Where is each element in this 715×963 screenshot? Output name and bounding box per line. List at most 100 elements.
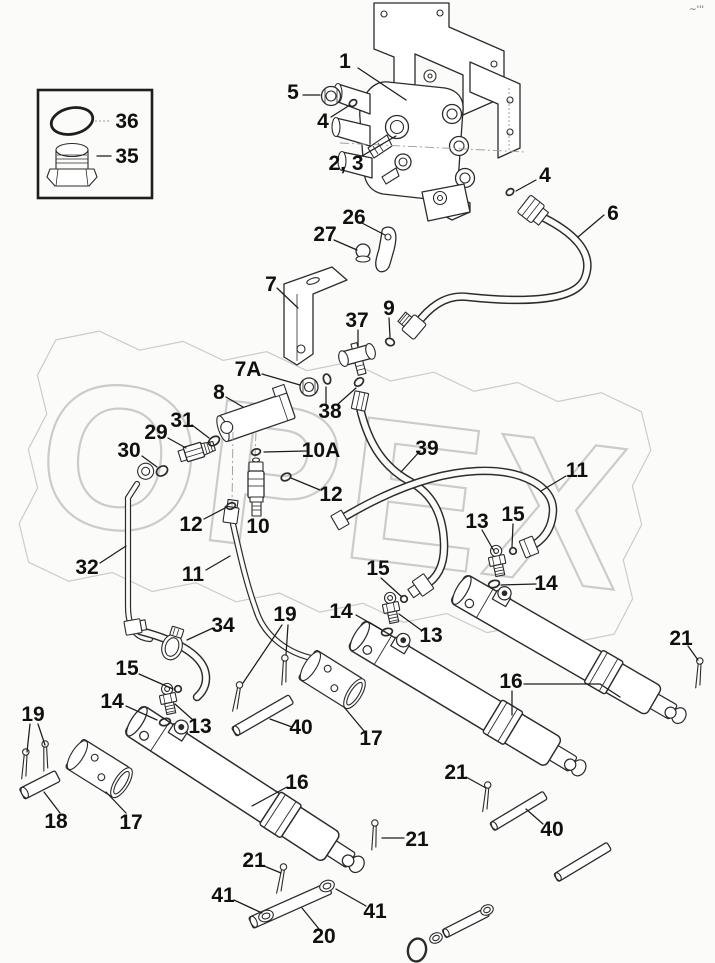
callout-1: 1 bbox=[339, 50, 351, 73]
callout-15: 15 bbox=[366, 557, 390, 580]
o-ring-4 bbox=[505, 187, 515, 197]
callout-13: 13 bbox=[465, 510, 488, 533]
callout-27: 27 bbox=[313, 223, 336, 246]
callout-11: 11 bbox=[182, 563, 205, 586]
o-ring-30 bbox=[155, 465, 169, 477]
callout-19: 19 bbox=[21, 703, 44, 726]
washer bbox=[429, 932, 443, 944]
callout-7: 7 bbox=[265, 273, 277, 296]
ring-15 bbox=[173, 684, 183, 694]
rod-bottom-right bbox=[553, 842, 612, 882]
callout-labels: 1 5 4 2, 3 4 6 26 27 7 9 37 7A 8 38 31 2… bbox=[21, 50, 693, 948]
callout-31: 31 bbox=[170, 409, 194, 432]
fittings-2-3 bbox=[367, 114, 412, 185]
hose-clamp-34 bbox=[161, 625, 185, 661]
callout-4: 4 bbox=[317, 110, 329, 133]
leader-lines bbox=[26, 67, 699, 930]
hose-11-right bbox=[330, 466, 558, 559]
rod-40-right bbox=[489, 791, 548, 831]
hose-6 bbox=[397, 195, 592, 340]
strap-26 bbox=[375, 226, 397, 273]
callout-17: 17 bbox=[359, 727, 382, 750]
nut-7a bbox=[299, 377, 319, 397]
callout-13: 13 bbox=[188, 715, 211, 738]
callout-41: 41 bbox=[211, 884, 235, 907]
callout-29: 29 bbox=[144, 421, 167, 444]
callout-5: 5 bbox=[287, 81, 299, 104]
valve-cartridge-10 bbox=[247, 457, 265, 517]
callout-15: 15 bbox=[501, 503, 525, 526]
callout-2-3: 2, 3 bbox=[328, 152, 363, 175]
cotter-pin-19 bbox=[280, 654, 289, 686]
callout-12: 12 bbox=[179, 513, 202, 536]
sleeve-17-left bbox=[62, 736, 138, 802]
callout-13: 13 bbox=[419, 624, 442, 647]
snap-ring bbox=[406, 937, 428, 963]
control-valve bbox=[331, 69, 527, 222]
corner-artifact: ~''' bbox=[689, 5, 704, 15]
cotter-pin-21 bbox=[370, 819, 379, 851]
callout-41: 41 bbox=[363, 900, 387, 923]
o-ring-10a bbox=[250, 448, 262, 456]
tee-fitting-37 bbox=[338, 342, 376, 376]
washer-41 bbox=[319, 879, 335, 893]
inset-box bbox=[36, 88, 154, 200]
cap-nut-5 bbox=[320, 85, 342, 107]
o-ring-9 bbox=[384, 337, 396, 347]
o-ring-14 bbox=[487, 579, 501, 589]
o-ring-38 bbox=[353, 376, 365, 388]
pin-20 bbox=[248, 882, 333, 929]
callout-30: 30 bbox=[117, 439, 140, 462]
callout-14: 14 bbox=[329, 600, 353, 623]
callout-39: 39 bbox=[415, 437, 438, 460]
cotter-pin-21 bbox=[275, 862, 288, 895]
callout-17: 17 bbox=[119, 811, 142, 834]
pin-18 bbox=[19, 770, 61, 800]
cotter-pin-19 bbox=[231, 680, 244, 713]
callout-6: 6 bbox=[607, 202, 619, 225]
callout-18: 18 bbox=[44, 810, 68, 833]
ring-15 bbox=[399, 594, 409, 604]
washer bbox=[480, 904, 494, 916]
callout-21: 21 bbox=[444, 761, 468, 784]
hose-with-clamp-34 bbox=[123, 618, 211, 702]
callout-16: 16 bbox=[499, 670, 522, 693]
callout-40: 40 bbox=[540, 818, 563, 841]
o-ring-38 bbox=[322, 373, 332, 385]
callout-14: 14 bbox=[100, 690, 124, 713]
callout-7a: 7A bbox=[235, 358, 262, 381]
callout-38: 38 bbox=[318, 400, 342, 423]
o-ring-31 bbox=[207, 435, 221, 447]
o-ring-14 bbox=[158, 717, 172, 727]
callout-34: 34 bbox=[211, 614, 235, 637]
callout-12: 12 bbox=[319, 483, 342, 506]
callout-10: 10 bbox=[246, 515, 269, 538]
callout-21: 21 bbox=[405, 828, 429, 851]
o-ring-12 bbox=[280, 472, 292, 482]
hose-39 bbox=[350, 390, 449, 599]
pin-bottom-right bbox=[441, 907, 490, 938]
callout-4: 4 bbox=[539, 164, 551, 187]
callout-36: 36 bbox=[115, 110, 138, 133]
callout-35: 35 bbox=[115, 145, 139, 168]
cap-27 bbox=[355, 243, 371, 263]
callout-40: 40 bbox=[289, 716, 312, 739]
callout-32: 32 bbox=[75, 556, 98, 579]
callout-21: 21 bbox=[242, 849, 266, 872]
callout-16: 16 bbox=[285, 771, 308, 794]
hex-plug-35 bbox=[46, 142, 98, 187]
callout-15: 15 bbox=[115, 657, 139, 680]
callout-10a: 10A bbox=[302, 439, 341, 462]
callout-21: 21 bbox=[669, 627, 693, 650]
bracket-7 bbox=[283, 266, 348, 366]
callout-8: 8 bbox=[213, 381, 225, 404]
callout-20: 20 bbox=[312, 925, 335, 948]
cotter-pin-19 bbox=[20, 748, 30, 780]
callout-14: 14 bbox=[534, 572, 558, 595]
callout-37: 37 bbox=[345, 309, 368, 332]
callout-26: 26 bbox=[342, 206, 365, 229]
callout-19: 19 bbox=[273, 603, 296, 626]
o-ring-14 bbox=[380, 627, 394, 637]
